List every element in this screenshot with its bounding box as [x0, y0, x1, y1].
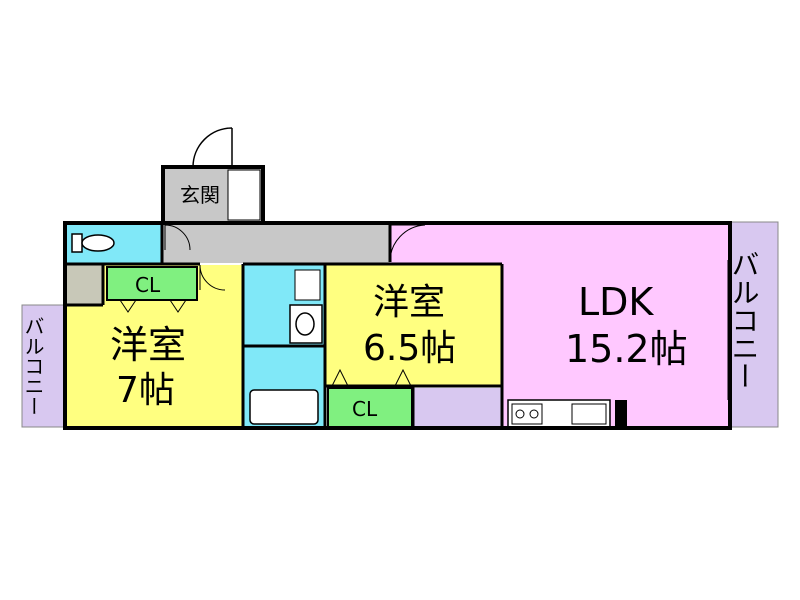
bathtub	[249, 389, 319, 425]
western-center-size: 6.5帖	[363, 328, 456, 369]
closet-left-label: CL	[135, 273, 161, 297]
fridge-pillar	[615, 400, 627, 427]
windows	[65, 260, 729, 420]
closet-doors	[119, 299, 412, 387]
washbasin	[289, 304, 323, 344]
balcony-left-label: バルコニー	[21, 316, 45, 416]
western-room-center	[326, 265, 502, 385]
ldk-name: LDK	[578, 280, 654, 324]
western-center-name: 洋室	[373, 282, 445, 323]
washing-machine-space	[294, 269, 321, 301]
entrance-label: 玄関	[180, 183, 220, 207]
sink-icon	[571, 403, 607, 425]
shoe-closet	[227, 169, 261, 221]
storage-purple	[414, 388, 502, 428]
balcony-right-label: バルコニー	[728, 250, 761, 390]
balcony-left	[21, 304, 65, 428]
walls	[63, 165, 732, 430]
ldk-size: 15.2帖	[565, 327, 688, 371]
ldk-room	[390, 223, 728, 265]
door-swings	[164, 224, 426, 291]
toilet-icon	[71, 233, 115, 253]
hallway	[162, 223, 390, 263]
western-left-name: 洋室	[110, 323, 186, 367]
stove-icon	[511, 403, 543, 425]
entrance-door	[192, 127, 233, 168]
closet-center	[327, 387, 413, 429]
storage-room-overlay	[65, 265, 103, 305]
closet-left	[106, 266, 198, 301]
western-left-size: 7帖	[116, 370, 175, 411]
closet-center-label: CL	[352, 397, 378, 421]
balcony-right	[729, 221, 779, 428]
interior-walls	[65, 223, 504, 428]
